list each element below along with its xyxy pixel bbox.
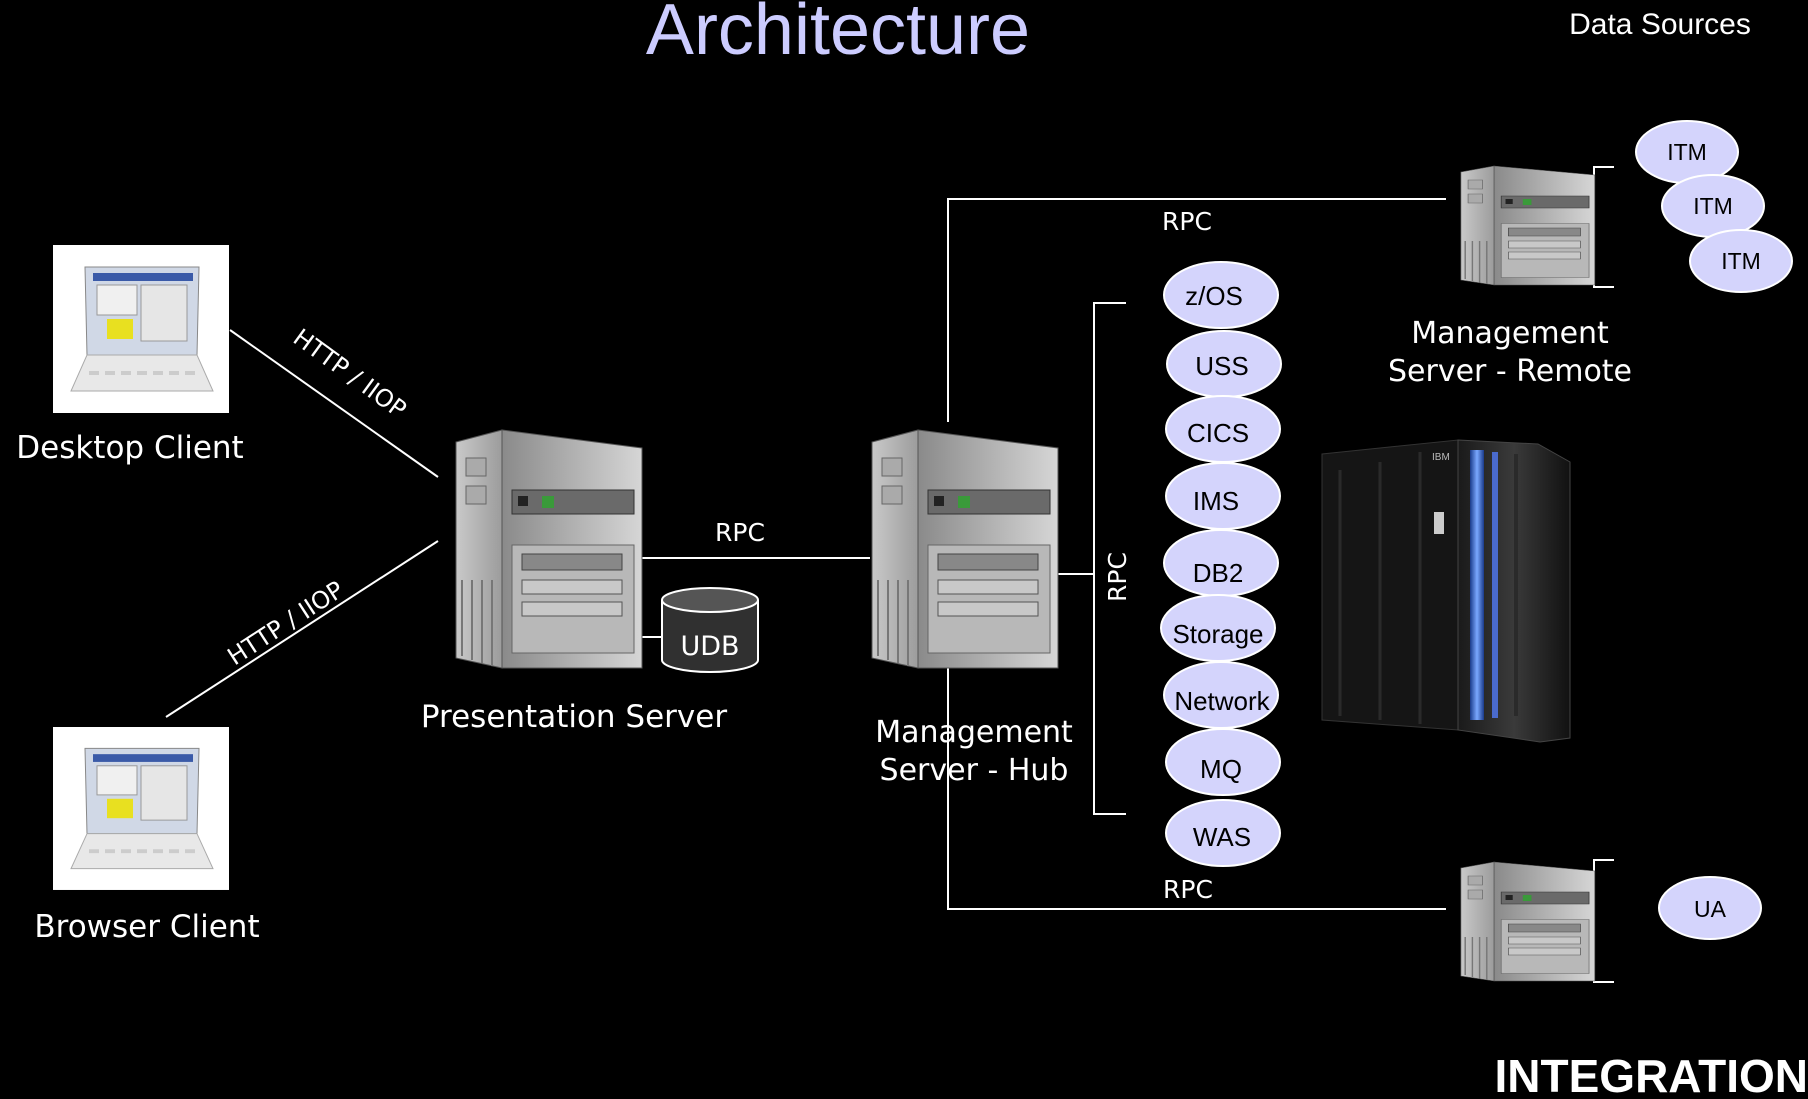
itm-label: ITM xyxy=(1667,139,1707,165)
pres-hub-rpc-label: RPC xyxy=(715,518,765,547)
presentation-server-icon xyxy=(455,429,643,669)
page-title: Architecture xyxy=(646,0,1030,70)
source-pill-4: DB2 xyxy=(1163,529,1279,597)
source-pill-2: CICS xyxy=(1165,395,1281,463)
hub-remote-link-line xyxy=(947,198,1446,422)
source-label: z/OS xyxy=(1185,281,1243,311)
itm-pill-0: ITM xyxy=(1635,120,1739,184)
presentation-server-label: Presentation Server xyxy=(421,699,727,735)
desktop-link-line xyxy=(229,329,439,478)
itm-label: ITM xyxy=(1693,193,1733,219)
sources-bracket xyxy=(1093,302,1126,815)
source-pill-3: IMS xyxy=(1165,462,1281,530)
desktop-client-icon xyxy=(51,243,231,415)
source-label: CICS xyxy=(1187,418,1249,448)
ua-label: UA xyxy=(1694,896,1727,922)
mainframe-icon: IBM xyxy=(1321,439,1571,743)
remote-server-icon xyxy=(1460,165,1596,286)
source-label: Storage xyxy=(1172,619,1263,649)
footer-label: INTEGRATION xyxy=(1495,1050,1808,1099)
itm-pill-2: ITM xyxy=(1689,229,1793,293)
source-pill-8: WAS xyxy=(1165,799,1281,867)
desktop-client-label: Desktop Client xyxy=(16,430,243,466)
remote-server-label-line1: Management xyxy=(1411,316,1609,351)
browser-client-label: Browser Client xyxy=(34,909,259,945)
svg-text:IBM: IBM xyxy=(1432,452,1450,463)
hub-sources-rpc-label: RPC xyxy=(1103,552,1132,602)
hub-server-label-line1: Management xyxy=(875,715,1073,750)
browser-client-icon xyxy=(51,725,231,892)
ua-pill: UA xyxy=(1658,876,1762,940)
ua-server-icon xyxy=(1460,861,1596,982)
data-sources-heading: Data Sources xyxy=(1569,8,1751,41)
source-label: MQ xyxy=(1200,754,1242,784)
source-label: Network xyxy=(1174,686,1270,716)
itm-label: ITM xyxy=(1721,248,1761,274)
source-label: WAS xyxy=(1193,822,1251,852)
hub-server-icon xyxy=(871,429,1059,669)
remote-bracket xyxy=(1593,166,1614,288)
desktop-protocol-label: HTTP / IIOP xyxy=(288,323,411,423)
source-label: DB2 xyxy=(1193,558,1244,588)
udb-database-icon xyxy=(661,587,759,673)
udb-label: UDB xyxy=(680,631,739,662)
source-pill-0: z/OS xyxy=(1163,261,1279,329)
source-pill-1: USS xyxy=(1166,330,1282,398)
browser-link-line xyxy=(165,540,439,718)
source-label: IMS xyxy=(1193,486,1239,516)
source-pill-7: MQ xyxy=(1165,728,1281,796)
source-pill-6: Network xyxy=(1163,661,1279,729)
source-pill-5: Storage xyxy=(1160,594,1276,662)
itm-pill-1: ITM xyxy=(1661,174,1765,238)
browser-protocol-label: HTTP / IIOP xyxy=(223,576,349,672)
hub-ua-rpc-label: RPC xyxy=(1163,875,1213,904)
source-label: USS xyxy=(1195,351,1248,381)
hub-ua-link-line xyxy=(947,668,1446,910)
ua-bracket xyxy=(1593,859,1614,983)
hub-server-label-line2: Server - Hub xyxy=(880,753,1069,788)
hub-remote-rpc-label: RPC xyxy=(1162,207,1212,236)
remote-server-label-line2: Server - Remote xyxy=(1388,354,1632,389)
